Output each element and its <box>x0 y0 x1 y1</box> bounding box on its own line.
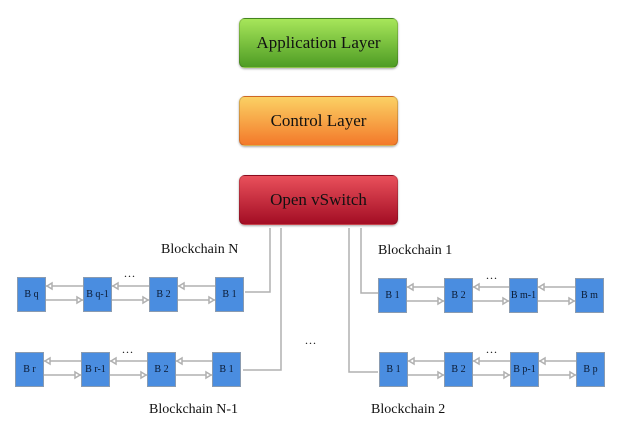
block: B 1 <box>212 352 241 387</box>
arrow-right-icon <box>503 370 511 380</box>
block: B 2 <box>444 278 473 313</box>
arrow-left-icon <box>472 282 480 292</box>
block: B 2 <box>149 277 178 312</box>
block: B r-1 <box>81 352 110 387</box>
application-layer: Application Layer <box>239 18 398 68</box>
arrow-right-icon <box>140 370 148 380</box>
link-blockchain-n-1 <box>243 228 282 371</box>
open-vswitch: Open vSwitch <box>239 175 398 225</box>
arrow-right-icon <box>142 295 150 305</box>
block: B 1 <box>215 277 244 312</box>
block: B m-1 <box>509 278 538 313</box>
arrow-left-icon <box>45 281 53 291</box>
block: B m <box>575 278 604 313</box>
arrow-right-icon <box>437 296 445 306</box>
arrow-right-icon <box>569 370 577 380</box>
arrow-right-icon <box>568 296 576 306</box>
arrow-right-icon <box>76 295 84 305</box>
block: B r <box>15 352 44 387</box>
block: B p-1 <box>510 352 539 387</box>
link-blockchain-2 <box>348 228 378 373</box>
arrow-left-icon <box>177 281 185 291</box>
arrow-left-icon <box>111 281 119 291</box>
link-blockchain-n <box>245 228 271 293</box>
block: B p <box>576 352 605 387</box>
arrow-right-icon <box>502 296 510 306</box>
ellipsis: ... <box>122 342 134 356</box>
blockchain-2-label: Blockchain 2 <box>371 402 446 417</box>
control-layer: Control Layer <box>239 96 398 146</box>
application-layer-label: Application Layer <box>256 33 381 52</box>
control-layer-label: Control Layer <box>270 111 367 130</box>
arrow-left-icon <box>109 356 117 366</box>
arrow-left-icon <box>175 356 183 366</box>
ellipsis: ... <box>486 268 498 282</box>
blockchain-1-label: Blockchain 1 <box>378 243 453 258</box>
block: B 2 <box>147 352 176 387</box>
ellipsis: ... <box>305 333 317 347</box>
arrow-left-icon <box>537 282 545 292</box>
blockchain-n-1-label: Blockchain N-1 <box>149 402 239 417</box>
arrow-left-icon <box>406 282 414 292</box>
arrow-right-icon <box>74 370 82 380</box>
block: B 1 <box>379 352 408 387</box>
open-vswitch-label: Open vSwitch <box>270 190 367 209</box>
block: B 1 <box>378 278 407 313</box>
arrow-left-icon <box>472 356 480 366</box>
ellipsis: ... <box>486 342 498 356</box>
arrow-right-icon <box>208 295 216 305</box>
ellipsis: ... <box>124 266 136 280</box>
link-blockchain-1 <box>360 228 378 294</box>
block: B q-1 <box>83 277 112 312</box>
arrow-left-icon <box>538 356 546 366</box>
arrow-right-icon <box>205 370 213 380</box>
block: B 2 <box>444 352 473 387</box>
blockchain-n-label: Blockchain N <box>161 242 239 257</box>
arrow-left-icon <box>43 356 51 366</box>
block: B q <box>17 277 46 312</box>
arrow-left-icon <box>407 356 415 366</box>
arrow-right-icon <box>437 370 445 380</box>
